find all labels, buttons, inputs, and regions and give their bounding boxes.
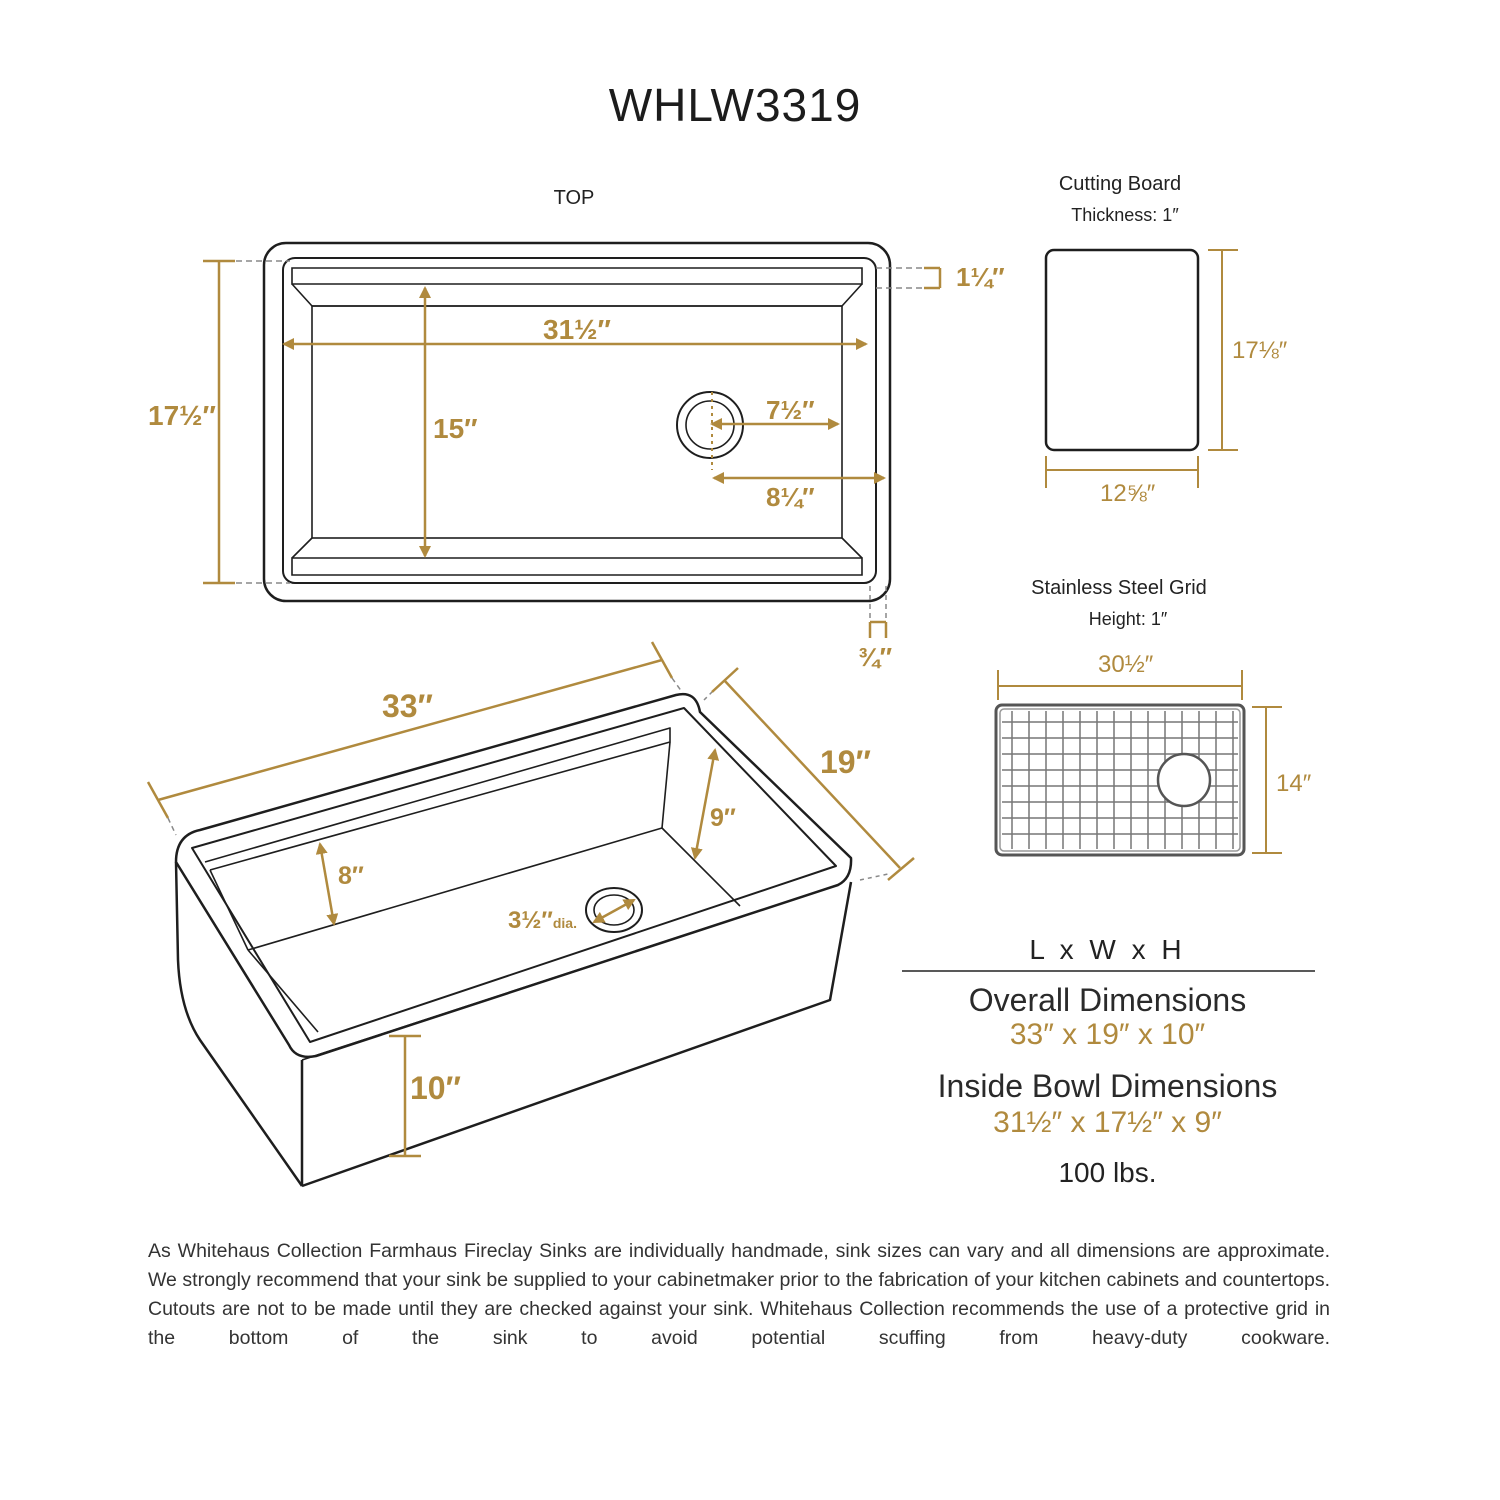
cutting-board-thickness: Thickness: 1″ [1071, 205, 1179, 225]
dim-bowl-width: 15″ [433, 413, 478, 444]
disclaimer-text: As Whitehaus Collection Farmhaus Firecla… [148, 1240, 1330, 1349]
cutting-board-drawing [1044, 248, 1238, 488]
dim-iso-apron-height: 10″ [410, 1070, 461, 1106]
dim-iso-length: 33″ [382, 688, 433, 724]
iso-view-drawing [174, 692, 853, 1188]
drain-unit: dia. [552, 915, 577, 931]
page-title: WHLW3319 [608, 79, 862, 131]
inside-bowl-value: 31½″ x 17½″ x 9″ [993, 1106, 1222, 1139]
iso-outer-rim [174, 692, 853, 1059]
steel-grid-drawing [994, 670, 1282, 857]
grid-label: Stainless Steel Grid [1031, 577, 1207, 599]
grid-depth: 14″ [1276, 770, 1312, 797]
grid-height: Height: 1″ [1088, 609, 1168, 629]
dim-iso-drain: 3½″dia. [508, 907, 577, 935]
top-view-label: TOP [553, 187, 595, 209]
dim-overall-width: 17½″ [148, 400, 216, 431]
top-view-dimension-lines [203, 259, 942, 638]
dim-iso-ledge-depth: 8″ [338, 862, 364, 890]
sink-outer-rim [262, 241, 892, 603]
iso-dimension-lines [146, 641, 915, 1158]
dim-front-lip: ¾″ [858, 642, 893, 672]
inside-bowl-label: Inside Bowl Dimensions [937, 1068, 1278, 1104]
bowl-floor [311, 305, 843, 539]
drain-size: 3½″ [508, 907, 553, 934]
dim-iso-width: 19″ [820, 744, 871, 780]
dim-drain-offset: 7½″ [766, 395, 815, 425]
overall-dimensions-label: Overall Dimensions [968, 982, 1247, 1018]
dim-iso-bowl-depth: 9″ [710, 804, 736, 832]
dim-drain-from-edge: 8¼″ [766, 482, 815, 512]
overall-dimensions-value: 33″ x 19″ x 10″ [1009, 1018, 1206, 1051]
grid-drain-ring [1156, 752, 1212, 808]
sink-inner-rim [282, 257, 877, 584]
cutting-board-width: 12⅝″ [1100, 480, 1156, 507]
specs-header: L x W x H [1029, 934, 1186, 965]
dim-bowl-length: 31½″ [543, 314, 611, 345]
cutting-board-length: 17⅛″ [1232, 337, 1288, 364]
weight: 100 lbs. [1058, 1157, 1157, 1188]
grid-width: 30½″ [1098, 651, 1154, 678]
cutting-board-label: Cutting Board [1058, 173, 1182, 195]
dim-rim: 1¼″ [956, 262, 1005, 292]
